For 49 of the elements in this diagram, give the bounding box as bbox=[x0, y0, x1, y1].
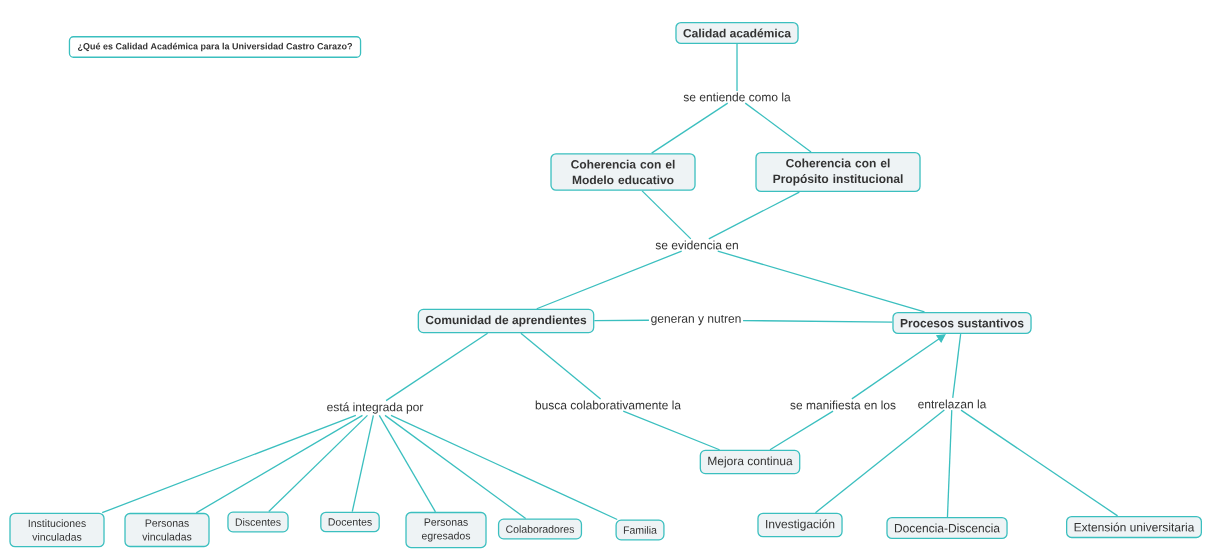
connector bbox=[736, 43, 738, 92]
connector bbox=[651, 102, 729, 154]
concept-box: Docentes bbox=[320, 511, 380, 533]
connector bbox=[851, 334, 946, 400]
concept-box: Comunidad de aprendientes bbox=[417, 308, 595, 334]
concept-box: Investigación bbox=[757, 512, 843, 538]
connector bbox=[385, 332, 489, 402]
concept-box: Procesos sustantivos bbox=[892, 311, 1032, 335]
concept-box: Discentes bbox=[227, 511, 289, 533]
connector bbox=[744, 102, 812, 153]
linking-phrase: busca colaborativamente la bbox=[533, 399, 683, 411]
concept-box: Coherencia con el Propósito institucional bbox=[755, 151, 921, 193]
connector bbox=[769, 410, 834, 451]
connector bbox=[946, 409, 953, 518]
connector bbox=[814, 409, 945, 514]
title-box: ¿Qué es Calidad Académica para la Universidad Castro Carazo? bbox=[68, 36, 362, 58]
concept-box: Calidad académica bbox=[675, 21, 799, 45]
concept-box: Personas vinculadas bbox=[124, 512, 210, 548]
concept-box: Extensión universitaria bbox=[1066, 515, 1203, 539]
connector bbox=[378, 414, 437, 513]
concept-box: Familia bbox=[615, 519, 665, 541]
linking-phrase: se manifiesta en los bbox=[788, 399, 898, 411]
connector bbox=[520, 332, 602, 400]
concept-box: Colaboradores bbox=[497, 518, 583, 540]
concept-box: Instituciones vinculadas bbox=[9, 512, 105, 548]
connector bbox=[742, 319, 893, 323]
linking-phrase: está integrada por bbox=[325, 400, 425, 416]
connector bbox=[195, 414, 364, 514]
connector bbox=[641, 190, 692, 240]
connector bbox=[717, 250, 926, 313]
concept-box: Personas egresados bbox=[405, 511, 487, 549]
linking-phrase: generan y nutren bbox=[649, 313, 743, 327]
connector bbox=[536, 250, 683, 310]
linking-phrase: se entiende como la bbox=[681, 91, 793, 103]
concept-box: Mejora continua bbox=[699, 449, 801, 475]
concept-box: Docencia-Discencia bbox=[886, 516, 1008, 540]
linking-phrase: entrelazan la bbox=[916, 398, 988, 410]
connector bbox=[351, 414, 375, 513]
connector bbox=[390, 414, 618, 521]
connector bbox=[708, 191, 800, 240]
connector bbox=[593, 319, 650, 322]
connector bbox=[952, 333, 962, 399]
connector bbox=[960, 409, 1119, 517]
connector bbox=[268, 414, 369, 513]
connector bbox=[622, 410, 721, 451]
linking-phrase: se evidencia en bbox=[653, 239, 741, 251]
connector bbox=[101, 414, 357, 514]
connector bbox=[384, 414, 527, 520]
concept-box: Coherencia con el Modelo educativo bbox=[550, 153, 696, 191]
